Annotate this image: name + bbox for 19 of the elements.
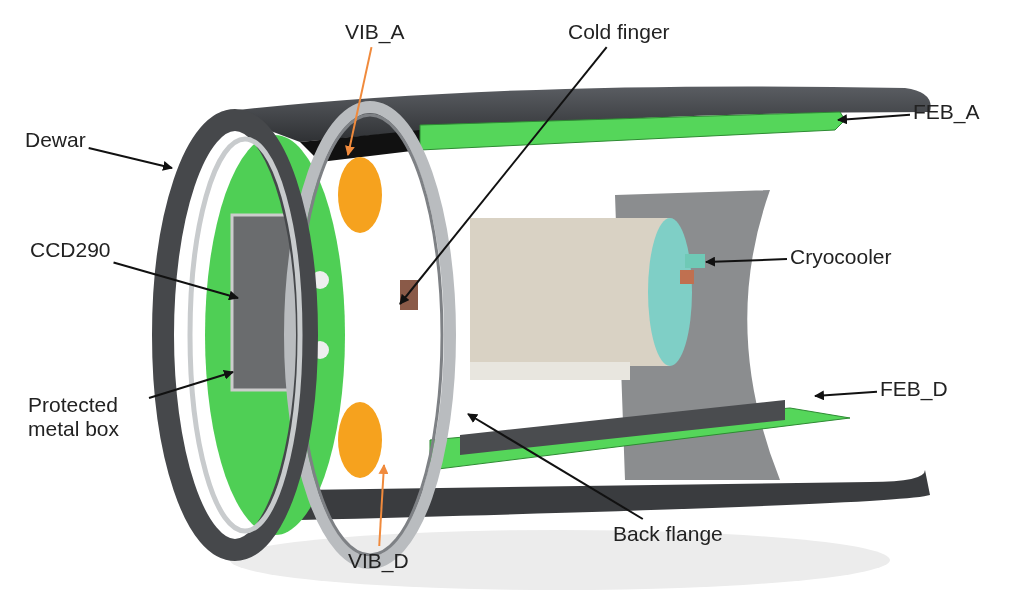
leader-arrow bbox=[112, 261, 239, 301]
leader-arrow bbox=[87, 147, 173, 171]
callout-label: FEB_D bbox=[880, 377, 948, 402]
leader-arrow bbox=[837, 113, 911, 125]
leader-arrow bbox=[467, 413, 644, 520]
callout-label: Dewar bbox=[25, 128, 86, 153]
callout-label: VIB_A bbox=[345, 20, 405, 45]
leader-arrow bbox=[814, 390, 878, 401]
leader-arrow bbox=[705, 256, 788, 267]
callout-label: Back flange bbox=[613, 522, 723, 547]
callout-label: VIB_D bbox=[348, 549, 409, 574]
callout-label: FEB_A bbox=[913, 100, 980, 125]
callout-label: CCD290 bbox=[30, 238, 111, 263]
callout-label: Cryocooler bbox=[790, 245, 892, 270]
leader-arrow bbox=[148, 369, 234, 399]
leader-arrow bbox=[399, 46, 608, 305]
callout-label: Cold finger bbox=[568, 20, 670, 45]
callout-label: Protected metal box bbox=[28, 393, 146, 442]
leader-arrow bbox=[345, 46, 373, 156]
